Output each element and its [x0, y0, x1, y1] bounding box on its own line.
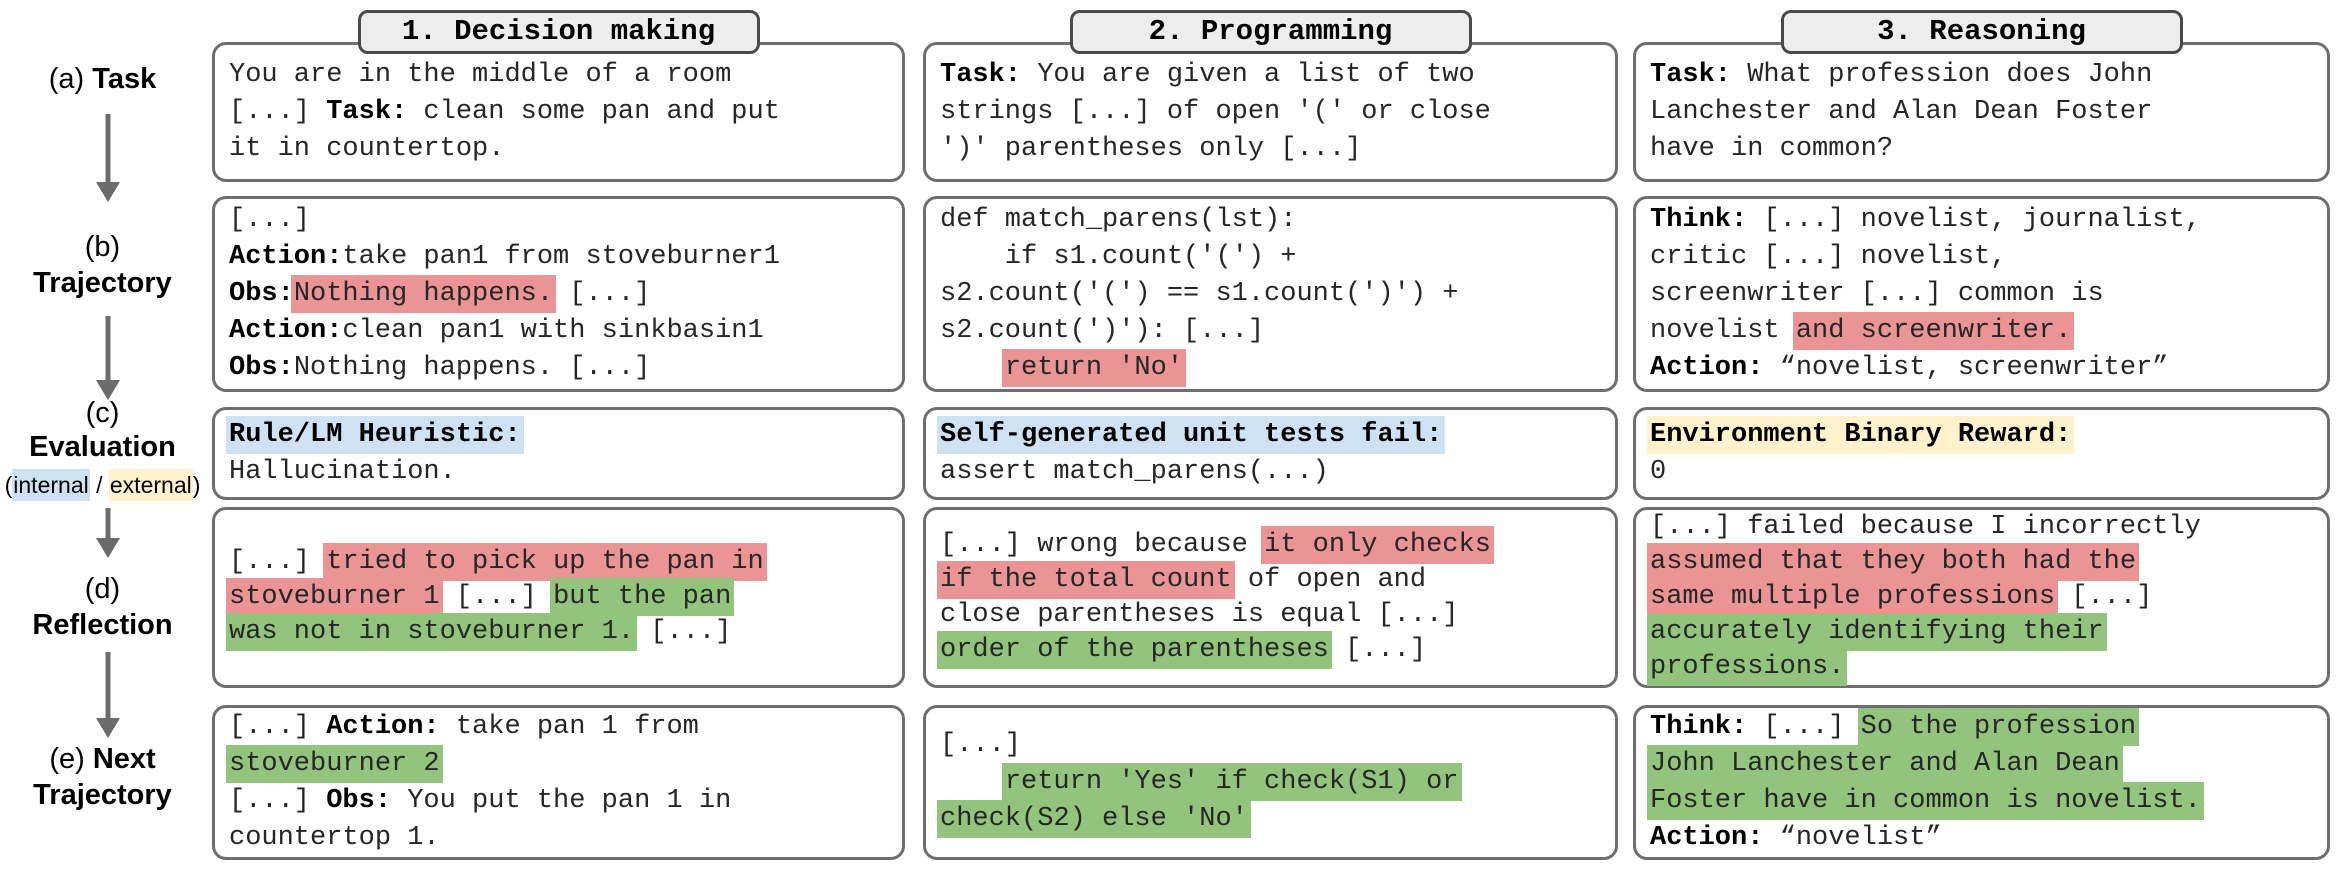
label-rail: (a) Task (b) Trajectory (c) Evaluation (…: [0, 0, 205, 877]
row-prefix-c: (c): [85, 397, 120, 429]
text-line: [...]: [229, 204, 311, 235]
text-line: was not in stoveburner 1. [...]: [226, 613, 888, 651]
text-line: Hallucination.: [229, 456, 456, 487]
text-line: assert match_parens(...): [940, 456, 1329, 487]
row-prefix-d: (d): [84, 573, 121, 605]
text-line: Obs:Nothing happens. [...]: [229, 274, 888, 313]
text-line: Task: You are given a list of two: [940, 59, 1475, 90]
arrow-reflection-to-next-icon: [93, 652, 123, 738]
text-line: [...] Action: take pan 1 from: [229, 711, 699, 742]
text-line: return 'Yes' if check(S1) or: [940, 763, 1601, 801]
external-highlight: external: [108, 469, 193, 501]
text-line: it in countertop.: [229, 133, 505, 164]
text-line: check(S2) else 'No': [937, 800, 1601, 838]
text-line: [...] Obs: You put the pan 1 in: [229, 785, 732, 816]
text-line: if the total count of open and: [937, 560, 1601, 599]
row-prefix-a: (a): [48, 63, 85, 95]
text-line: s2.count('(') == s1.count(')') +: [940, 278, 1459, 309]
text-line: Action: “novelist”: [1650, 822, 1942, 853]
text-line: def match_parens(lst):: [940, 204, 1297, 235]
text-line: accurately identifying their: [1647, 613, 2313, 651]
text-line: Action:take pan1 from stoveburner1: [229, 241, 780, 272]
text-line: close parentheses is equal [...]: [940, 599, 1459, 630]
text-line: Environment Binary Reward:: [1647, 415, 2313, 454]
text-line: Action:clean pan1 with sinkbasin1: [229, 315, 764, 346]
text-line: if s1.count('(') +: [940, 241, 1297, 272]
row-label-a-text: Task: [92, 63, 157, 95]
text-line: same multiple professions [...]: [1647, 578, 2313, 616]
reasoning-task-box: 3. Reasoning Task: What profession does …: [1633, 10, 2330, 182]
programming-task-box: 2. Programming Task: You are given a lis…: [923, 10, 1618, 182]
row-prefix-b: (b): [84, 231, 121, 263]
text-line: strings [...] of open '(' or close: [940, 96, 1491, 127]
text-line: Foster have in common is novelist.: [1647, 781, 2313, 820]
row-label-trajectory: Trajectory: [33, 267, 172, 299]
arrow-task-to-trajectory-icon: [93, 114, 123, 202]
internal-highlight: internal: [12, 469, 90, 501]
text-line: countertop 1.: [229, 822, 440, 853]
text-line: Think: [...] So the profession: [1650, 707, 2313, 746]
text-line: novelist and screenwriter.: [1650, 311, 2313, 350]
text-line: Think: [...] novelist, journalist,: [1650, 204, 2201, 235]
text-line: return 'No': [940, 348, 1601, 387]
text-line: professions.: [1647, 648, 2313, 686]
programming-tab: 2. Programming: [1069, 10, 1472, 54]
text-line: [...] wrong because it only checks: [940, 525, 1601, 564]
text-line: John Lanchester and Alan Dean: [1647, 744, 2313, 783]
programming-trajectory-box: def match_parens(lst): if s1.count('(') …: [923, 196, 1618, 392]
row-label-reflection: Reflection: [32, 609, 173, 641]
text-line: screenwriter [...] common is: [1650, 278, 2104, 309]
text-line: stoveburner 2: [226, 744, 888, 783]
text-line: assumed that they both had the: [1647, 543, 2313, 581]
text-line: [...] failed because I incorrectly: [1650, 512, 2201, 542]
text-line: Task: What profession does John: [1650, 59, 2153, 90]
row-label-next-trajectory: Trajectory: [33, 779, 172, 811]
text-line: You are in the middle of a room: [229, 59, 732, 90]
reasoning-tab: 3. Reasoning: [1780, 10, 2183, 54]
text-line: critic [...] novelist,: [1650, 241, 2007, 272]
text-line: [...]: [940, 730, 1022, 760]
text-line: Rule/LM Heuristic:: [226, 415, 888, 454]
reasoning-evaluation-box: Environment Binary Reward:0: [1633, 407, 2330, 500]
arrow-trajectory-to-evaluation-icon: [93, 316, 123, 400]
decision-making-evaluation-box: Rule/LM Heuristic:Hallucination.: [212, 407, 905, 500]
text-line: have in common?: [1650, 133, 1894, 164]
row-label-evaluation: Evaluation: [29, 431, 176, 463]
text-line: stoveburner 1 [...] but the pan: [226, 578, 888, 616]
programming-evaluation-box: Self-generated unit tests fail:assert ma…: [923, 407, 1618, 500]
text-line: [...] Task: clean some pan and put: [229, 96, 780, 127]
row-label-task: (a) Task: [0, 62, 205, 96]
evaluation-internal-external-note: (internal / external): [0, 469, 205, 501]
row-label-next: (e) Next: [49, 743, 156, 775]
text-line: 0: [1650, 456, 1667, 487]
text-line: Obs:Nothing happens. [...]: [229, 352, 651, 383]
text-line: ')' parentheses only [...]: [940, 133, 1362, 164]
decision-making-task-box: 1. Decision making You are in the middle…: [212, 10, 905, 182]
text-line: [...] tried to pick up the pan in: [229, 543, 888, 581]
decision-making-tab: 1. Decision making: [357, 10, 760, 54]
text-line: s2.count(')'): [...]: [940, 315, 1265, 346]
text-line: order of the parentheses [...]: [937, 630, 1601, 669]
text-line: Lanchester and Alan Dean Foster: [1650, 96, 2153, 127]
text-line: Self-generated unit tests fail:: [937, 415, 1601, 454]
reasoning-trajectory-box: Think: [...] novelist, journalist, critic…: [1633, 196, 2330, 392]
arrow-evaluation-to-reflection-icon: [93, 508, 123, 558]
text-line: Action: “novelist, screenwriter”: [1650, 352, 2169, 383]
